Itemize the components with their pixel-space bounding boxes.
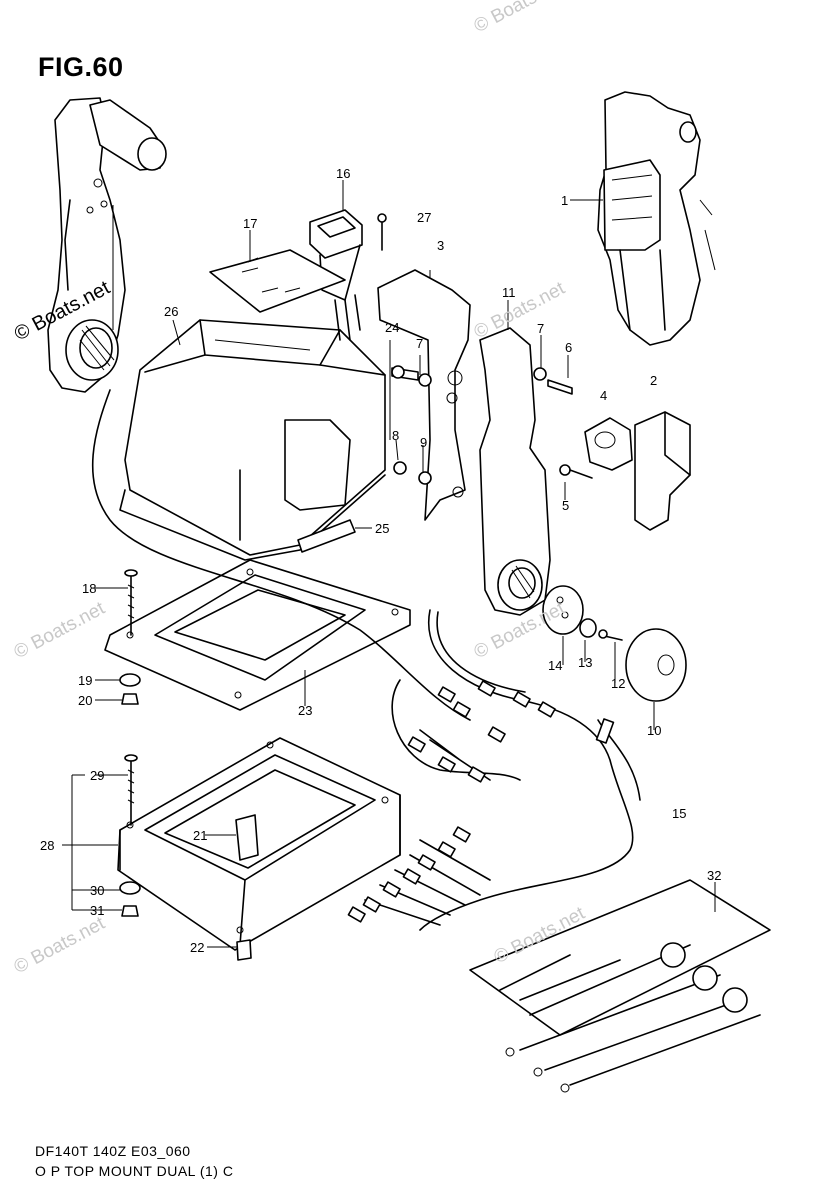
cap-10 [625,628,687,702]
washer-30 [119,881,141,895]
callout-17: 17 [243,216,257,231]
callout-32: 32 [707,868,721,883]
callout-3: 3 [437,238,444,253]
nut-20 [121,693,139,705]
callout-11: 11 [502,285,516,300]
right-control-lever [597,91,716,346]
actuator-4 [584,417,633,471]
center-bracket [377,269,471,521]
tilt-switch [309,209,363,341]
housing-cover [119,319,386,561]
callout-6: 6 [565,340,572,355]
callout-28: 28 [40,838,54,853]
callout-10: 10 [647,723,661,738]
callout-12: 12 [611,676,625,691]
wiring-harness [347,609,641,931]
callout-31: 31 [90,903,104,918]
washer-13 [579,618,623,641]
bolt-8 [393,461,432,485]
callout-8: 8 [392,428,399,443]
callout-14: 14 [548,658,562,673]
callout-29: 29 [90,768,104,783]
callout-20: 20 [78,693,92,708]
housing-2 [634,411,691,531]
callout-22: 22 [190,940,204,955]
switch-plate [209,249,346,313]
hardware-bag [469,879,771,1093]
callout-4: 4 [600,388,607,403]
callout-30: 30 [90,883,104,898]
callout-1: 1 [561,193,568,208]
nut-31 [121,905,139,917]
left-cable [91,389,471,721]
callout-5: 5 [562,498,569,513]
callout-13: 13 [578,655,592,670]
callout-16: 16 [336,166,350,181]
callout-21: 21 [193,828,207,843]
washer-19 [119,673,141,687]
left-control-lever [47,97,167,393]
callout-15a: 15 [672,806,686,821]
callout-9: 9 [420,435,427,450]
callout-7a: 7 [537,321,544,336]
callout-2: 2 [650,373,657,388]
callout-25: 25 [375,521,389,536]
clip-22 [236,939,252,961]
gasket-plate [104,559,411,711]
mounting-base [117,737,401,951]
callout-27: 27 [417,210,431,225]
callout-19: 19 [78,673,92,688]
screw-18 [124,569,138,636]
clamp-25 [297,519,356,553]
diagram-caption: O P TOP MOUNT DUAL (1) C [35,1163,234,1179]
diagram-code: DF140T 140Z E03_060 [35,1143,191,1159]
bolt-24 [391,365,432,387]
figure-title: FIG.60 [38,52,124,82]
bolt-6 [533,367,573,395]
callout-labels: 1 2 3 4 5 6 7 7 8 9 10 11 12 13 14 15 15… [40,166,721,955]
bolt-5 [559,464,593,479]
callout-23: 23 [298,703,312,718]
leader-lines [62,180,716,948]
screw-29 [124,754,138,826]
clip-21 [235,814,259,861]
plate-14 [542,585,584,635]
callout-7b: 7 [416,336,423,351]
callout-18: 18 [82,581,96,596]
callout-26: 26 [164,304,178,319]
callout-24: 24 [385,320,399,335]
center-lever-arm [479,327,551,616]
